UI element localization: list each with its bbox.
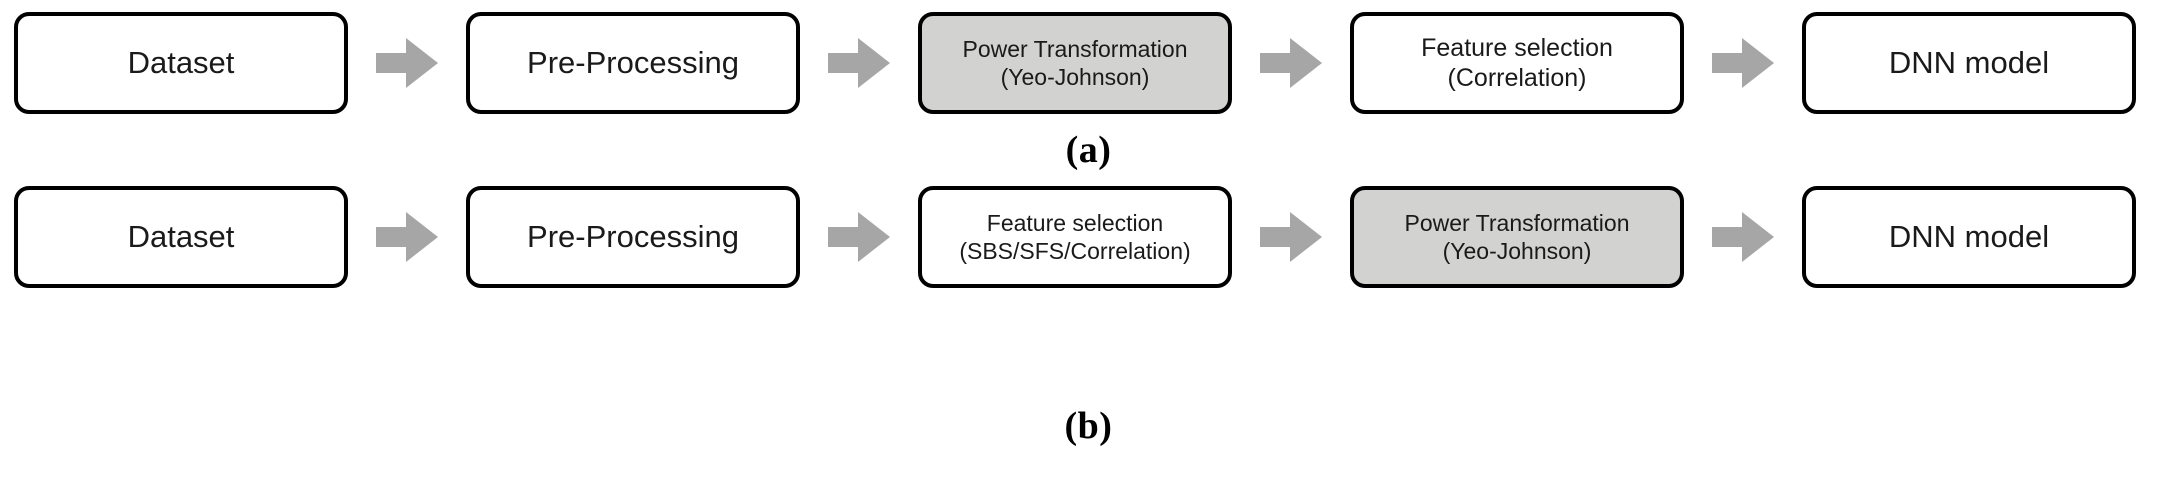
node-pre-processing-b[interactable]: Pre-Processing [466,186,800,288]
arrow-right-icon [1260,32,1322,94]
arrow-right-icon [1712,206,1774,268]
node-dataset-a[interactable]: Dataset [14,12,348,114]
node-label-line1: Pre-Processing [527,219,739,255]
node-feature-selection-a[interactable]: Feature selection (Correlation) [1350,12,1684,114]
node-label-line1: Dataset [127,45,235,81]
pipeline-row-b: Dataset Pre-Processing Feature selection… [0,182,2177,292]
node-dataset-b[interactable]: Dataset [14,186,348,288]
node-power-transformation-b[interactable]: Power Transformation (Yeo-Johnson) [1350,186,1684,288]
node-dnn-model-b[interactable]: DNN model [1802,186,2136,288]
node-label-line1: Power Transformation [1404,209,1630,236]
arrow-right-icon [376,206,438,268]
arrow-right-icon [376,32,438,94]
node-label-line1: DNN model [1888,219,2050,255]
node-label-line1: Power Transformation [962,35,1188,62]
arrow-right-icon [1712,32,1774,94]
node-label-line1: Pre-Processing [527,45,739,81]
node-label-line1: DNN model [1888,45,2050,81]
node-feature-selection-b[interactable]: Feature selection (SBS/SFS/Correlation) [918,186,1232,288]
node-label-line1: Feature selection [1421,33,1613,62]
node-label-line2: (Yeo-Johnson) [1000,64,1150,90]
node-label-line1: Feature selection [986,209,1164,236]
node-label-line2: (SBS/SFS/Correlation) [959,238,1191,264]
figure-caption-b: (b) [1064,405,1113,447]
node-pre-processing-a[interactable]: Pre-Processing [466,12,800,114]
pipeline-row-a: Dataset Pre-Processing Power Transformat… [0,8,2177,118]
node-label-line2: (Correlation) [1447,64,1587,92]
arrow-right-icon [828,206,890,268]
arrow-right-icon [828,32,890,94]
node-power-transformation-a[interactable]: Power Transformation (Yeo-Johnson) [918,12,1232,114]
node-label-line1: Dataset [127,219,235,255]
arrow-right-icon [1260,206,1322,268]
figure-caption-a: (a) [1065,129,1112,171]
node-dnn-model-a[interactable]: DNN model [1802,12,2136,114]
node-label-line2: (Yeo-Johnson) [1442,238,1592,264]
